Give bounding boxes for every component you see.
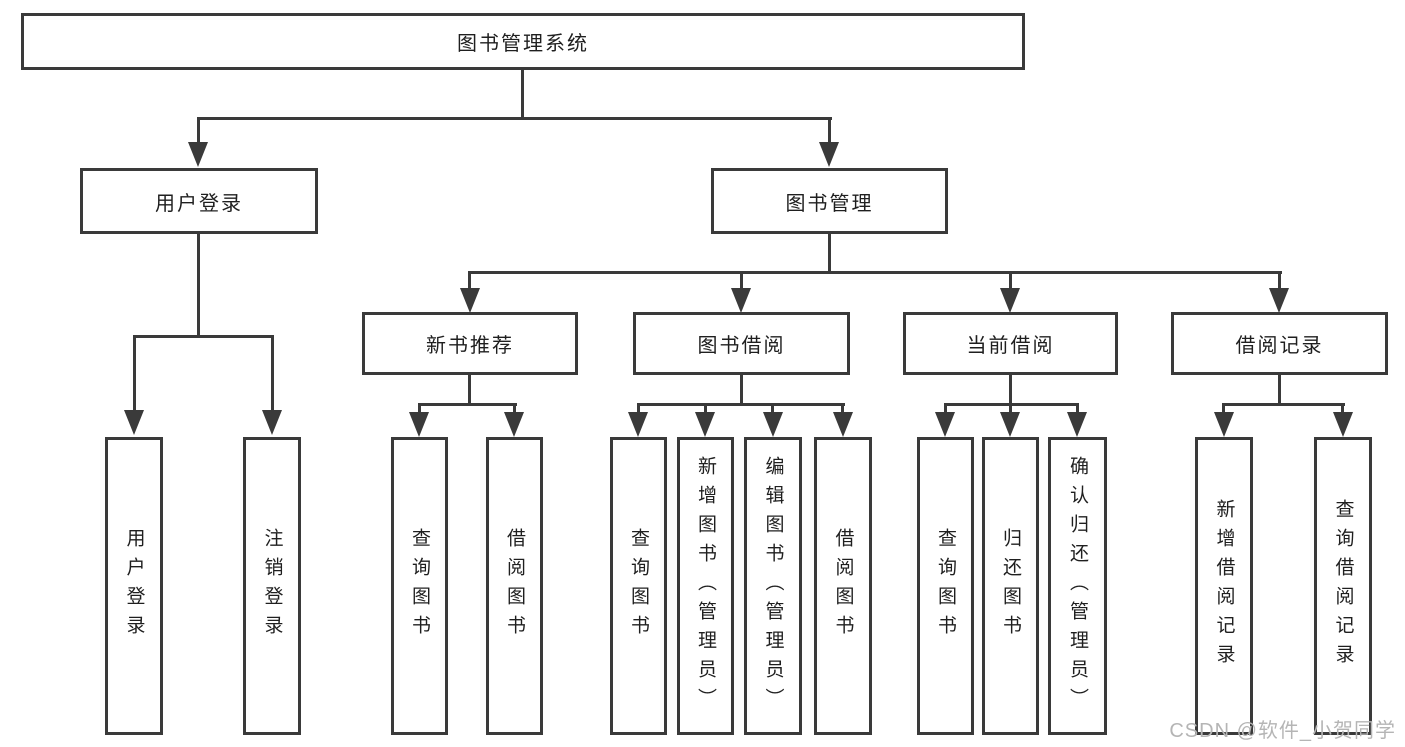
arrow-down-icon [409, 412, 429, 437]
connector-user-login-rail [133, 335, 274, 338]
connector-group-a-rail [418, 403, 517, 406]
arrow-down-icon [628, 412, 648, 437]
connector-book-mgmt-rail [469, 271, 1282, 274]
connector-leaf-drop [944, 403, 947, 413]
node-root: 图书管理系统 [21, 13, 1025, 70]
connector-user-login-drop [197, 117, 200, 145]
arrow-down-icon [1000, 412, 1020, 437]
leaf-borrow-books-1-label: 借阅图书 [504, 528, 525, 644]
leaf-user-login-label: 用户登录 [123, 528, 145, 644]
connector-group-b-rail [637, 403, 845, 406]
node-book-borrow: 图书借阅 [633, 312, 850, 375]
leaf-add-book-admin: 新增图书（管理员） [677, 437, 734, 735]
leaf-borrow-books-1: 借阅图书 [486, 437, 543, 735]
connector-group-d-rail [1223, 403, 1345, 406]
leaf-query-books-2: 查询图书 [610, 437, 667, 735]
arrow-down-icon [460, 288, 480, 313]
leaf-return-books: 归还图书 [982, 437, 1039, 735]
arrow-down-icon [1000, 288, 1020, 313]
connector-login-leaf-drop [133, 335, 136, 410]
leaf-logout-label: 注销登录 [261, 528, 283, 644]
leaf-return-books-label: 归还图书 [1000, 528, 1021, 644]
node-book-borrow-label: 图书借阅 [697, 335, 786, 357]
arrow-down-icon [833, 412, 853, 437]
connector-leaf-drop [1341, 403, 1344, 413]
connector-book-mgmt-drop [828, 117, 831, 145]
leaf-query-books-2-label: 查询图书 [628, 528, 649, 644]
leaf-edit-book-admin-label: 编辑图书（管理员） [762, 455, 784, 717]
connector-book-borrow-drop [740, 271, 743, 291]
connector-group-c-stem [1009, 375, 1012, 406]
connector-leaf-drop [771, 403, 774, 413]
connector-leaf-drop [1009, 403, 1012, 413]
leaf-query-borrow-record-label: 查询借阅记录 [1332, 499, 1354, 673]
connector-leaf-drop [418, 403, 421, 413]
connector-borrow-records-drop [1278, 271, 1281, 291]
leaf-borrow-books-2-label: 借阅图书 [832, 528, 854, 644]
node-borrow-records-label: 借阅记录 [1235, 335, 1324, 357]
leaf-query-borrow-record: 查询借阅记录 [1314, 437, 1372, 735]
arrow-down-icon [124, 410, 144, 435]
arrow-down-icon [731, 288, 751, 313]
connector-leaf-drop [637, 403, 640, 413]
node-current-borrow-label: 当前借阅 [966, 335, 1055, 357]
leaf-query-books-1: 查询图书 [391, 437, 448, 735]
node-user-login-label: 用户登录 [155, 192, 243, 215]
leaf-user-login: 用户登录 [105, 437, 163, 735]
arrow-down-icon [1214, 412, 1234, 437]
arrow-down-icon [1067, 412, 1087, 437]
leaf-add-borrow-record: 新增借阅记录 [1195, 437, 1253, 735]
node-book-mgmt: 图书管理 [711, 168, 948, 234]
connector-leaf-drop [1076, 403, 1079, 413]
connector-book-mgmt-stem [828, 234, 831, 274]
connector-new-book-rec-drop [468, 271, 471, 291]
connector-group-b-stem [740, 375, 743, 406]
arrow-down-icon [695, 412, 715, 437]
connector-leaf-drop [841, 403, 844, 413]
connector-root-rail [197, 117, 832, 120]
node-new-book-rec-label: 新书推荐 [426, 335, 514, 357]
connector-root-stem [521, 70, 524, 120]
arrow-down-icon [504, 412, 524, 437]
arrow-down-icon [819, 142, 839, 167]
connector-leaf-drop [704, 403, 707, 413]
leaf-confirm-return-admin: 确认归还（管理员） [1048, 437, 1107, 735]
leaf-confirm-return-admin-label: 确认归还（管理员） [1067, 455, 1088, 717]
connector-user-login-stem [197, 234, 200, 337]
csdn-watermark: CSDN @软件_小贺同学 [1169, 720, 1396, 742]
node-current-borrow: 当前借阅 [903, 312, 1118, 375]
arrow-down-icon [188, 142, 208, 167]
arrow-down-icon [1333, 412, 1353, 437]
arrow-down-icon [262, 410, 282, 435]
arrow-down-icon [1269, 288, 1289, 313]
leaf-add-borrow-record-label: 新增借阅记录 [1213, 499, 1235, 673]
connector-leaf-drop [513, 403, 516, 413]
leaf-query-books-3-label: 查询图书 [935, 528, 956, 644]
arrow-down-icon [763, 412, 783, 437]
leaf-logout: 注销登录 [243, 437, 301, 735]
leaf-query-books-3: 查询图书 [917, 437, 974, 735]
node-borrow-records: 借阅记录 [1171, 312, 1388, 375]
node-new-book-rec: 新书推荐 [362, 312, 578, 375]
leaf-borrow-books-2: 借阅图书 [814, 437, 872, 735]
node-root-label: 图书管理系统 [457, 33, 589, 55]
node-user-login: 用户登录 [80, 168, 318, 234]
connector-logout-leaf-drop [271, 335, 274, 410]
connector-current-borrow-drop [1009, 271, 1012, 291]
connector-group-a-stem [468, 375, 471, 406]
leaf-add-book-admin-label: 新增图书（管理员） [695, 455, 716, 717]
leaf-edit-book-admin: 编辑图书（管理员） [744, 437, 802, 735]
arrow-down-icon [935, 412, 955, 437]
leaf-query-books-1-label: 查询图书 [409, 528, 430, 644]
connector-group-d-stem [1278, 375, 1281, 406]
connector-leaf-drop [1222, 403, 1225, 413]
node-book-mgmt-label: 图书管理 [785, 192, 874, 215]
